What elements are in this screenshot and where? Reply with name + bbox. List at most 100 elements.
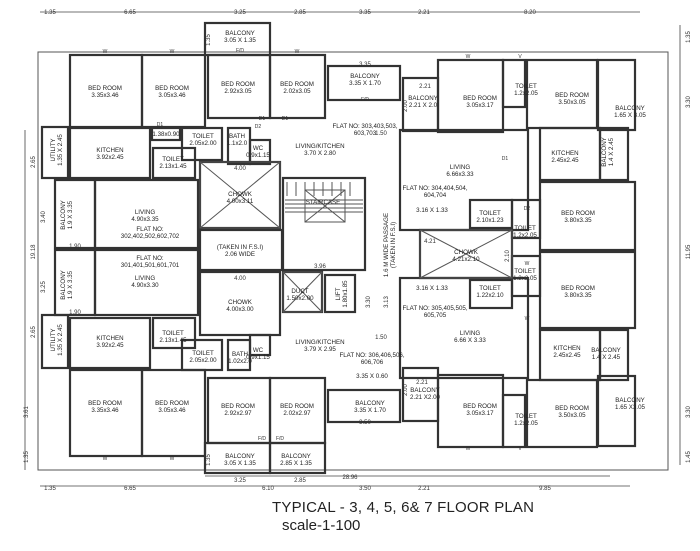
room-size: 3.05 X 1.35	[224, 37, 256, 44]
opening-tag: W	[103, 49, 108, 55]
room-name: BED ROOM	[88, 400, 122, 407]
room-size: 4.00x3.00	[226, 306, 254, 313]
opening-tag: W	[525, 261, 530, 267]
dimension-label: 3.25	[234, 478, 246, 484]
room-name: TOILET	[162, 330, 184, 337]
room-name: BALCONY	[350, 73, 380, 80]
room-size: 3.70 X 2.80	[304, 150, 336, 157]
room-size: 2.21 X2.00	[410, 394, 440, 401]
wall-outline	[180, 126, 224, 162]
dimension-label: 4.00	[234, 276, 246, 282]
room-name: FLAT NO: 303,403,503,	[332, 123, 397, 130]
wall-outline	[40, 313, 70, 370]
opening-tag: D1	[259, 116, 266, 122]
room-size: 1.4 X 2.45	[592, 354, 621, 361]
dimension-label: 28.96	[342, 475, 358, 481]
room-name: LIFT	[335, 287, 342, 300]
room: 3.35 X 0.60	[356, 373, 388, 380]
room-name: FLAT NO: 304,404,504,	[402, 185, 467, 192]
room-name: BED ROOM	[155, 85, 189, 92]
room-name: LIVING	[450, 164, 470, 171]
room-size: 604,704	[424, 192, 447, 199]
opening-tag: D1	[282, 116, 289, 122]
wall-outline	[53, 248, 97, 317]
opening-tag: W	[466, 446, 471, 452]
wall-outline	[596, 58, 637, 132]
room-name: LIVING	[460, 330, 480, 337]
opening-tag: F/D	[361, 97, 369, 103]
room-name: BED ROOM	[561, 285, 595, 292]
wall-outline	[140, 368, 207, 458]
room-name: KITCHEN	[96, 335, 123, 342]
room-name: DUCT	[291, 288, 308, 295]
room-name: BED ROOM	[280, 403, 314, 410]
room-size: 2.13x1.45	[159, 337, 187, 344]
room-name: KITCHEN	[551, 150, 578, 157]
wall-outline	[151, 146, 197, 180]
dimension-label: 8.20	[524, 10, 536, 16]
wall-outline	[501, 393, 527, 449]
opening-tag: D2	[255, 124, 262, 130]
dimension-label: 3.30	[686, 96, 692, 108]
room-size: 2.85 X 1.35	[280, 460, 312, 467]
room-name: BALCONY	[615, 397, 645, 404]
room-size: 1.9 X 3.35	[67, 270, 74, 299]
wall-outline	[538, 250, 637, 330]
dimension-label: 6.65	[124, 486, 136, 492]
room-name: BALCONY	[225, 453, 255, 460]
room-size: 2.13x1.45	[159, 163, 187, 170]
room-size: 3.16 X 1.33	[416, 285, 448, 292]
wall-outline	[538, 180, 637, 252]
room-name: TOILET	[515, 83, 537, 90]
room-size: 4.90x3.30	[131, 282, 159, 289]
shaft-cross	[304, 189, 346, 223]
room: FLAT NO:302,402,502,602,702	[121, 226, 180, 240]
dimension-label: 2.85	[294, 10, 306, 16]
room-name: BED ROOM	[561, 210, 595, 217]
room-name: WC	[253, 145, 264, 152]
wall-outline	[198, 270, 282, 337]
room-size: 3.92x2.45	[96, 154, 124, 161]
room-size: 2.02x2.97	[283, 410, 311, 417]
plan-title: TYPICAL - 3, 4, 5, 6& 7 FLOOR PLAN	[272, 499, 535, 516]
room: WC0.9x1.15	[246, 347, 270, 361]
room: WC0.9x1.15	[246, 145, 270, 159]
dimension-label: 4.21	[424, 239, 436, 245]
room-size: 3.35 X 0.60	[356, 373, 388, 380]
dimension-label: 1.35	[44, 486, 56, 492]
room-size: 2.45x2.45	[551, 157, 579, 164]
room-size: 4.00x3.11	[227, 198, 254, 205]
wall-outline	[268, 441, 327, 475]
room-name: CHOWK	[454, 249, 479, 256]
dimension-label: 2.65	[31, 326, 37, 338]
room-name: UTILITY	[50, 138, 57, 161]
room-size: 3.79 X 2.95	[304, 346, 336, 353]
room-name: BED ROOM	[463, 403, 497, 410]
room-name: LIVING	[135, 275, 155, 282]
shaft-outline	[199, 161, 281, 229]
dimension-label: 3.35	[359, 10, 371, 16]
room-size: 1.35 X 2.45	[57, 134, 64, 166]
room-size: 2.05x2.00	[189, 140, 217, 147]
room-size: 0.9x1.15	[246, 152, 270, 159]
dimension-label: 3.50	[359, 420, 371, 426]
dimension-label: 2.21	[416, 380, 428, 386]
